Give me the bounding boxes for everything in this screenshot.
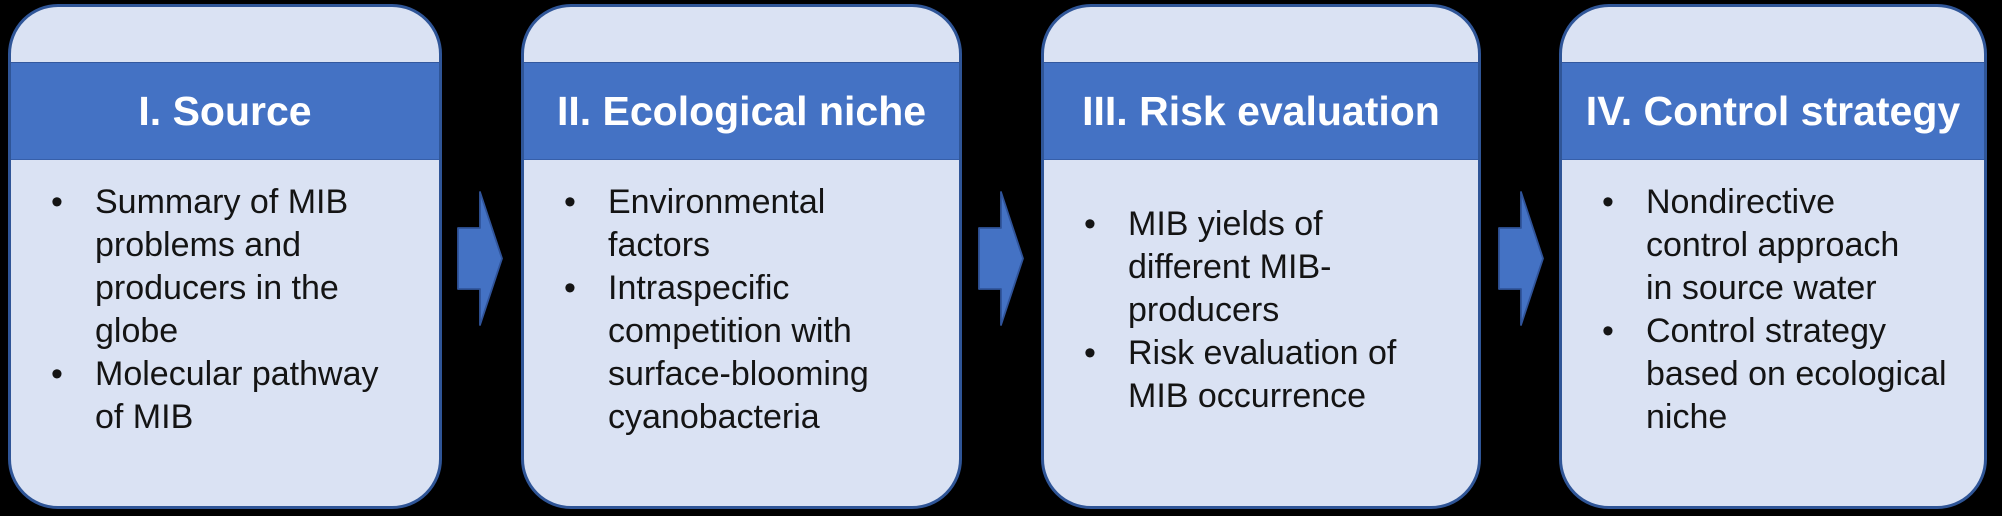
card-top-strip: [1562, 7, 1984, 62]
bullet-list: MIB yields of different MIB- producers R…: [1044, 203, 1470, 418]
card-risk-evaluation: III. Risk evaluation MIB yields of diffe…: [1041, 4, 1481, 509]
card-body: MIB yields of different MIB- producers R…: [1044, 160, 1478, 506]
card-header: IV. Control strategy: [1562, 62, 1984, 160]
card-header: I. Source: [11, 62, 439, 160]
flow-right-arrow-icon: [1498, 191, 1544, 326]
bullet-list: Summary of MIB problems and producers in…: [11, 181, 431, 439]
flow-right-arrow-icon: [457, 191, 503, 326]
card-body: Nondirective control approach in source …: [1562, 160, 1984, 506]
bullet-text: Environmental factors: [608, 183, 826, 264]
card-control-strategy: IV. Control strategy Nondirective contro…: [1559, 4, 1987, 509]
bullet-list: Environmental factors Intraspecific comp…: [524, 181, 951, 439]
bullet-item: Nondirective control approach in source …: [1562, 181, 1976, 310]
card-title: III. Risk evaluation: [1082, 87, 1440, 134]
card-source: I. Source Summary of MIB problems and pr…: [8, 4, 442, 509]
bullet-item: Risk evaluation of MIB occurrence: [1044, 332, 1470, 418]
bullet-text: Nondirective control approach in source …: [1646, 183, 1900, 307]
bullet-item: Control strategy based on ecological nic…: [1562, 310, 1976, 439]
card-header: III. Risk evaluation: [1044, 62, 1478, 160]
bullet-text: Risk evaluation of MIB occurrence: [1128, 333, 1397, 415]
bullet-text: Summary of MIB problems and producers in…: [95, 183, 349, 350]
card-top-strip: [524, 7, 959, 62]
bullet-text: Control strategy based on ecological nic…: [1646, 312, 1947, 436]
card-title: II. Ecological niche: [556, 87, 927, 134]
card-header: II. Ecological niche: [524, 62, 959, 160]
card-title: I. Source: [138, 87, 312, 134]
card-title: IV. Control strategy: [1585, 87, 1961, 134]
bullet-item: Environmental factors: [524, 181, 951, 267]
bullet-item: Summary of MIB problems and producers in…: [11, 181, 431, 353]
card-body: Summary of MIB problems and producers in…: [11, 160, 439, 506]
bullet-item: MIB yields of different MIB- producers: [1044, 203, 1470, 332]
bullet-list: Nondirective control approach in source …: [1562, 181, 1976, 439]
flow-right-arrow-icon: [978, 191, 1024, 326]
bullet-text: MIB yields of different MIB- producers: [1128, 204, 1332, 329]
bullet-text: Molecular pathway of MIB: [95, 355, 379, 436]
card-body: Environmental factors Intraspecific comp…: [524, 160, 959, 506]
bullet-item: Intraspecific competition with surface-b…: [524, 267, 951, 439]
bullet-item: Molecular pathway of MIB: [11, 353, 431, 439]
card-top-strip: [11, 7, 439, 62]
card-top-strip: [1044, 7, 1478, 62]
bullet-text: Intraspecific competition with surface-b…: [608, 269, 869, 436]
card-ecological-niche: II. Ecological niche Environmental facto…: [521, 4, 962, 509]
